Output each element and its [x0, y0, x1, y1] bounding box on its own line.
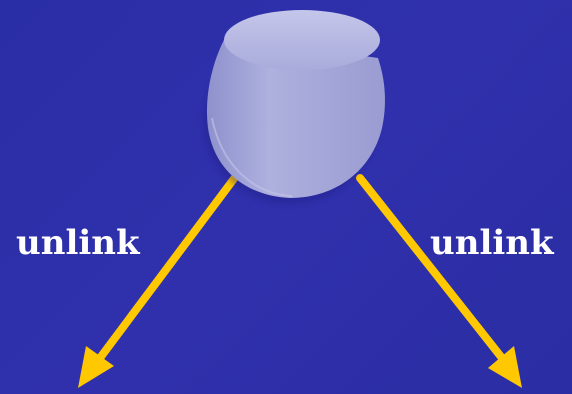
- edge-label-right: unlink: [430, 226, 554, 260]
- edge-label-left: unlink: [16, 226, 140, 260]
- node-top-face: [224, 10, 380, 70]
- arrow-left: [78, 176, 236, 388]
- arrow-right: [360, 178, 522, 388]
